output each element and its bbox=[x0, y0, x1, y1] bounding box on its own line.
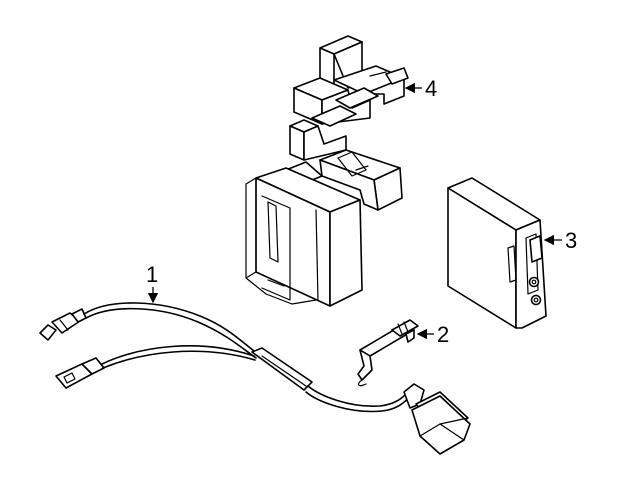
control-module-part bbox=[447, 177, 547, 329]
harness-connector-lower bbox=[55, 357, 105, 389]
callout-1: 1 bbox=[146, 262, 158, 304]
harness-wire-lower bbox=[101, 345, 255, 365]
callout-4: 4 bbox=[404, 76, 437, 101]
harness-wire-upper bbox=[83, 302, 259, 355]
harness-main-cable bbox=[307, 385, 411, 407]
callout-3-label: 3 bbox=[565, 228, 577, 253]
callout-3: 3 bbox=[543, 228, 577, 253]
bracket-clip-part bbox=[357, 319, 419, 387]
bracket-assembly-part bbox=[245, 35, 409, 307]
wiring-harness-part bbox=[39, 302, 471, 455]
callout-2: 2 bbox=[416, 322, 449, 347]
callout-1-label: 1 bbox=[146, 262, 158, 287]
callout-4-label: 4 bbox=[425, 76, 437, 101]
harness-sensor-pad bbox=[403, 383, 471, 455]
harness-connector-upper bbox=[39, 308, 87, 341]
callout-2-label: 2 bbox=[437, 322, 449, 347]
